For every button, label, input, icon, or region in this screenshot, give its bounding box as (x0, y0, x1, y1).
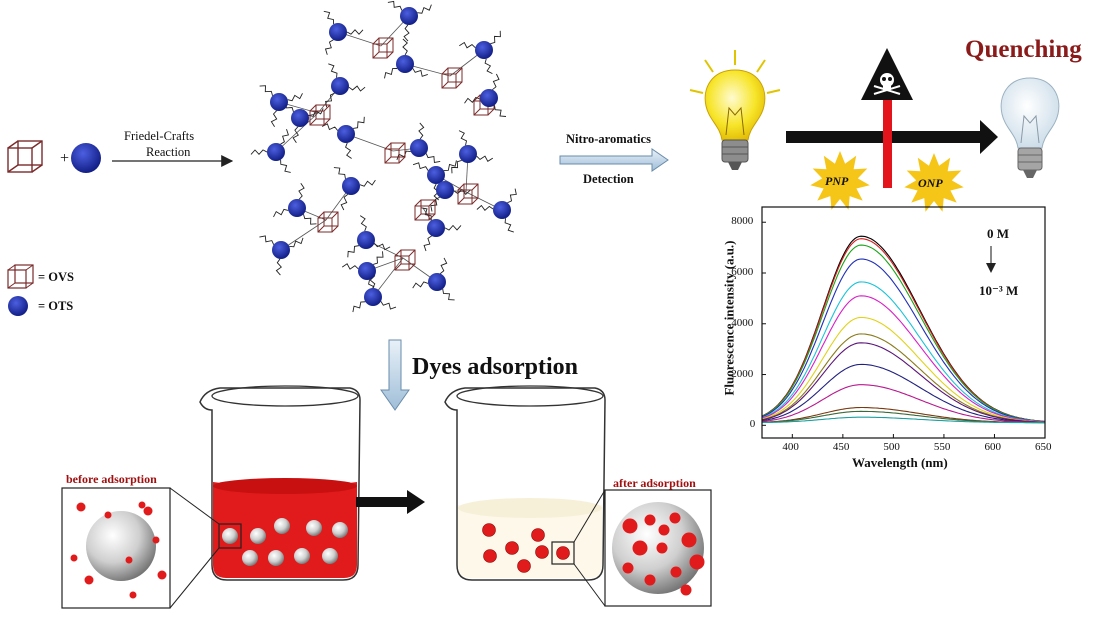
bulb-on-icon (689, 50, 781, 170)
plus-sign: + (60, 150, 70, 167)
y-axis-title: Fluorescence intensity (a.u.) (721, 240, 737, 396)
y-tick-label: 6000 (731, 266, 754, 278)
onp-label: ONP (918, 176, 943, 190)
series-line-9 (761, 363, 1045, 423)
skull-warning-icon (861, 48, 913, 100)
series-line-2 (761, 244, 1046, 423)
annotation-concentration-high: 0 M (987, 226, 1010, 241)
y-tick-label: 2000 (731, 367, 754, 380)
before-adsorption-caption: before adsorption (66, 472, 157, 486)
beaker-after (444, 385, 606, 581)
process-arrow (356, 490, 425, 514)
detection-label-2: Detection (583, 172, 634, 186)
pnp-label: PNP (825, 174, 849, 188)
fluorescence-chart (761, 206, 1046, 439)
series-line-10 (761, 384, 1045, 424)
y-tick-label: 8000 (731, 215, 754, 228)
warning-pole (883, 100, 892, 188)
x-tick-label: 600 (984, 441, 1001, 453)
y-tick-label: 0 (749, 418, 756, 431)
ots-ball-icon (71, 143, 101, 173)
series-line-8 (761, 342, 1046, 423)
y-tick-label: 4000 (731, 316, 754, 329)
polymer-network (250, 0, 517, 313)
zoom-box-before (218, 523, 242, 549)
beaker-after-particles (482, 523, 570, 573)
x-tick-label: 400 (782, 441, 799, 453)
legend-ots-icon (8, 296, 28, 316)
bulb-off-icon (1000, 77, 1060, 178)
x-tick-label: 650 (1035, 441, 1052, 453)
series-line-6 (761, 316, 1046, 423)
ovs-cube-icon (7, 140, 43, 173)
plot-frame (761, 206, 1046, 439)
pnp-star-icon (810, 151, 870, 210)
adsorbent-sphere-clean (86, 511, 156, 581)
reaction-label-1: Friedel-Crafts (124, 129, 195, 143)
series-line-7 (761, 333, 1046, 423)
series-line-13 (761, 416, 1045, 424)
legend-ovs-icon (7, 264, 34, 289)
x-tick-label: 500 (883, 441, 900, 453)
quenching-title: Quenching (965, 36, 1082, 63)
free-dye-molecules (70, 501, 167, 599)
beaker-before-particles (222, 518, 348, 566)
after-adsorption-caption: after adsorption (613, 476, 696, 490)
annotation-concentration-low: 10⁻³ M (979, 283, 1019, 298)
detection-arrow (559, 148, 669, 172)
adsorption-arrow (380, 339, 410, 411)
reaction-label-2: Reaction (146, 145, 191, 159)
x-tick-label: 550 (933, 441, 951, 453)
series-line-5 (761, 295, 1046, 423)
adsorbed-dye-molecules (622, 512, 705, 596)
zoom-box-after (551, 541, 575, 565)
onp-star-icon (904, 153, 964, 212)
series-line-4 (761, 281, 1046, 423)
x-axis-title: Wavelength (nm) (852, 455, 948, 470)
detection-label-1: Nitro-aromatics (566, 132, 651, 146)
x-tick-label: 450 (832, 441, 850, 453)
legend-ovs-label: = OVS (38, 270, 74, 284)
dyes-adsorption-title: Dyes adsorption (412, 354, 579, 380)
series-line-3 (761, 258, 1046, 423)
legend-ots-label: = OTS (38, 299, 74, 313)
